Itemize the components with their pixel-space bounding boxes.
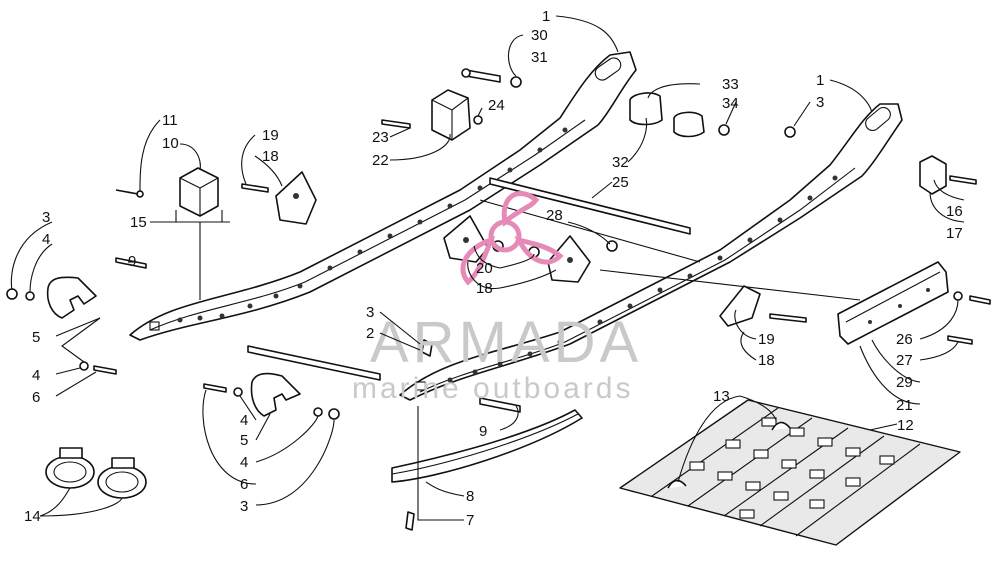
- callout-24: 24: [488, 97, 505, 114]
- triangle-bracket-center: [443, 215, 591, 283]
- watermark-logo: [460, 190, 564, 286]
- slider-ski: [391, 409, 583, 483]
- callout-9b: 9: [479, 423, 487, 440]
- callout-30: 30: [531, 27, 548, 44]
- callout-33: 33: [722, 76, 739, 93]
- triangle-bracket-lower: [719, 285, 761, 327]
- idler-mount-left: [179, 167, 219, 217]
- idler-mount-top: [431, 89, 471, 141]
- callout-19b: 19: [758, 331, 775, 348]
- fasteners: [6, 68, 991, 531]
- callout-3d: 3: [240, 498, 248, 515]
- watermark: ARMADA marine outboards: [352, 190, 642, 405]
- callout-18c: 18: [758, 352, 775, 369]
- callout-29: 29: [896, 374, 913, 391]
- callout-7: 7: [466, 512, 474, 529]
- callout-4a: 4: [42, 231, 50, 248]
- triangle-bracket-upper: [275, 171, 317, 225]
- callout-14: 14: [24, 508, 41, 525]
- hose-clamps: [45, 447, 147, 499]
- callout-27: 27: [896, 352, 913, 369]
- bumper-block-center: [250, 372, 301, 417]
- callout-28: 28: [546, 207, 563, 224]
- bumper-block-left: [46, 276, 97, 319]
- watermark-title: ARMADA: [370, 310, 642, 375]
- callout-11: 11: [162, 112, 178, 129]
- callout-21: 21: [896, 397, 913, 414]
- callout-3c: 3: [366, 304, 374, 321]
- callout-5a: 5: [32, 329, 40, 346]
- callout-1a: 1: [542, 8, 550, 25]
- slide-rail-right: [399, 103, 903, 401]
- track-belt-part: [619, 399, 961, 546]
- callout-18a: 18: [262, 148, 279, 165]
- callout-4c: 4: [240, 412, 248, 429]
- mount-block-rear: [919, 155, 947, 195]
- callout-17: 17: [946, 225, 963, 242]
- callout-18b: 18: [476, 280, 493, 297]
- callout-23: 23: [372, 129, 389, 146]
- callout-labels: 1 30 31 33 34 1 3 24 23 22 11 10 19 18 3…: [24, 8, 963, 529]
- spacer-bushing: [629, 92, 705, 138]
- callout-25: 25: [612, 174, 629, 191]
- callout-5b: 5: [240, 432, 248, 449]
- callout-12: 12: [897, 417, 914, 434]
- callout-4d: 4: [240, 454, 248, 471]
- callout-20: 20: [476, 260, 493, 277]
- watermark-subtitle: marine outboards: [352, 372, 633, 405]
- slide-rail-left: [129, 51, 637, 341]
- callout-15: 15: [130, 214, 147, 231]
- callout-10: 10: [162, 135, 179, 152]
- callout-2: 2: [366, 325, 374, 342]
- callout-13: 13: [713, 388, 730, 405]
- callout-8: 8: [466, 488, 474, 505]
- callout-3a: 3: [816, 94, 824, 111]
- callout-32: 32: [612, 154, 629, 171]
- callout-6b: 6: [240, 476, 248, 493]
- callout-26: 26: [896, 331, 913, 348]
- callout-4b: 4: [32, 367, 40, 384]
- rear-bracket-plate: [837, 261, 949, 345]
- callout-3b: 3: [42, 209, 50, 226]
- callout-6a: 6: [32, 389, 40, 406]
- callout-19a: 19: [262, 127, 279, 144]
- callout-16: 16: [946, 203, 963, 220]
- leader-lines: [10, 15, 965, 521]
- callout-1b: 1: [816, 72, 824, 89]
- callout-34: 34: [722, 95, 739, 112]
- callout-31: 31: [531, 49, 548, 66]
- callout-22: 22: [372, 152, 389, 169]
- cross-shafts: [247, 177, 861, 381]
- callout-9a: 9: [128, 253, 136, 270]
